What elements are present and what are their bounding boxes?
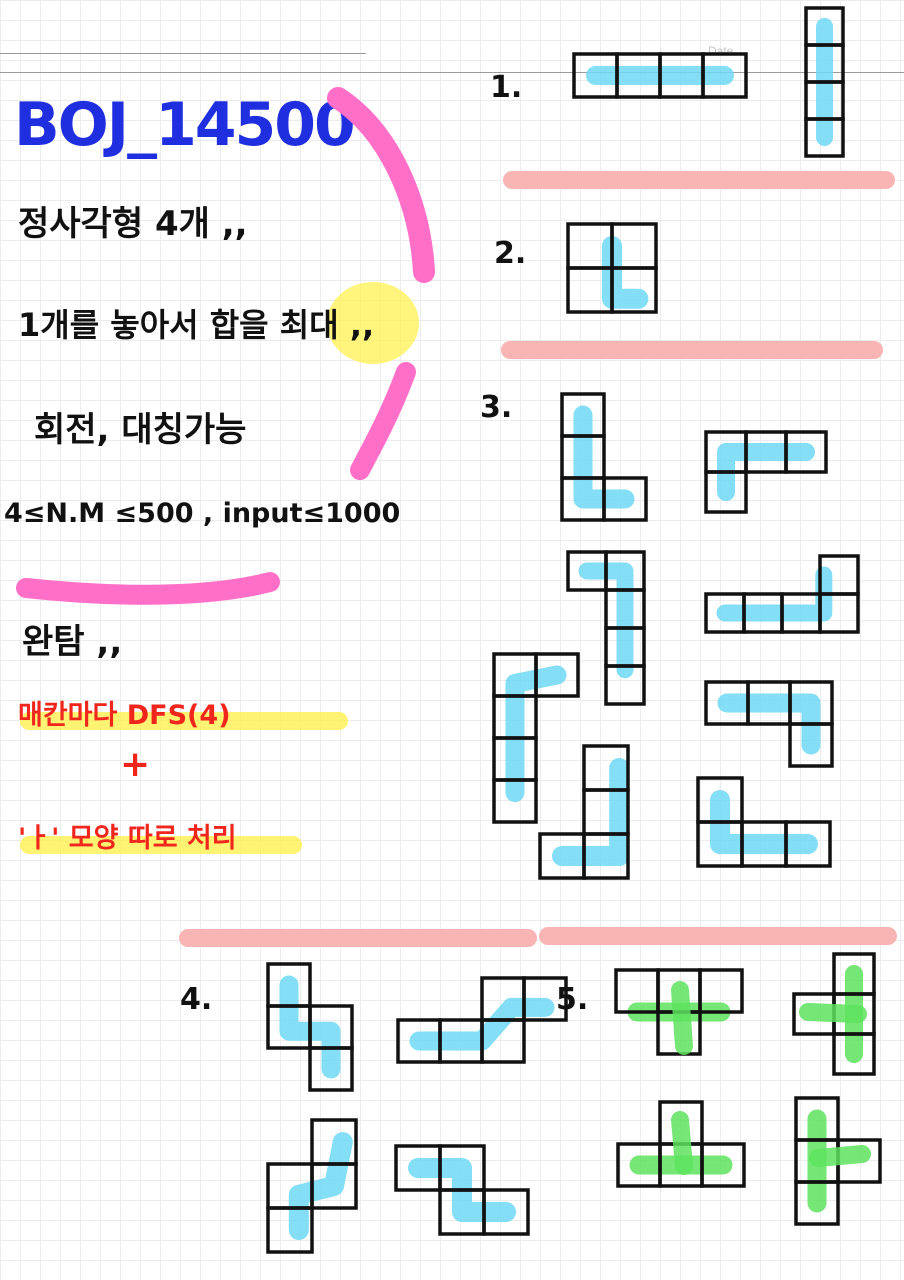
l-6-cell-3 xyxy=(788,722,834,768)
l-5-highlight xyxy=(505,665,567,803)
l-8-cell-3 xyxy=(784,820,832,868)
l-5 xyxy=(492,652,580,824)
label-1: 1. xyxy=(490,70,523,105)
t-1-cell-2 xyxy=(698,968,744,1014)
l-2 xyxy=(704,430,828,514)
l-3-highlight xyxy=(578,562,634,679)
label-4: 4. xyxy=(180,982,213,1017)
s-4-cell-3 xyxy=(482,1188,530,1236)
l-7-highlight xyxy=(552,758,630,866)
t-2-cell-3 xyxy=(832,1032,876,1076)
l-7-cell-3 xyxy=(582,832,630,880)
l-8-highlight xyxy=(710,790,818,854)
l-2-highlight xyxy=(717,443,815,501)
pink-underline xyxy=(16,572,280,605)
note-line-2-emphasis: 최대 xyxy=(279,306,339,344)
l-1-highlight xyxy=(573,405,635,509)
highlight-circle xyxy=(327,282,419,364)
note-line-3: 회전, 대칭가능 xyxy=(34,410,247,450)
l-5-cell-1 xyxy=(534,652,580,698)
s-2-cell-1 xyxy=(522,976,568,1022)
i-vertical-cell-3 xyxy=(804,117,845,158)
l-3 xyxy=(566,550,646,706)
pink-arc-upper xyxy=(327,87,435,283)
note-red-1: 매칸마다 DFS(4) xyxy=(18,700,231,731)
l-7 xyxy=(538,744,630,880)
label-5: 5. xyxy=(556,982,589,1017)
note-line-1: 정사각형 4개 ,, xyxy=(18,204,248,244)
s-1 xyxy=(266,962,354,1092)
s-2-highlight xyxy=(409,997,555,1051)
s-2 xyxy=(396,976,568,1064)
s-3-highlight xyxy=(288,1132,353,1240)
o-square-cell-3 xyxy=(610,266,658,314)
label-2: 2. xyxy=(494,236,527,271)
note-line-2: 1개를 놓아서 합을 최대 ,, xyxy=(18,300,374,346)
o-square-highlight xyxy=(602,236,649,309)
s-3-cell-3 xyxy=(266,1206,314,1254)
t-4-cell-3 xyxy=(794,1180,840,1226)
note-line-5: 완탐 ,, xyxy=(22,622,123,662)
note-plus: + xyxy=(120,744,151,785)
l-2-cell-2 xyxy=(784,430,828,474)
l-1 xyxy=(560,392,648,522)
header-rule-long xyxy=(0,72,904,73)
s-2-cell-4 xyxy=(480,1018,526,1064)
t-3-stem xyxy=(671,1111,693,1175)
l-4 xyxy=(704,554,860,634)
t-3-cell-3 xyxy=(700,1142,746,1188)
highlight-bar-2 xyxy=(20,836,302,854)
l-4-highlight xyxy=(716,566,833,622)
header-rule-short xyxy=(0,53,366,54)
t-4-arm xyxy=(809,1145,871,1167)
t-1-stem xyxy=(671,981,693,1055)
o-square xyxy=(566,222,658,314)
t-2-arm xyxy=(799,1003,867,1023)
s-1-cell-3 xyxy=(308,1046,354,1092)
l-8 xyxy=(696,776,832,868)
i-horizontal xyxy=(572,52,748,99)
l-2-cell-3 xyxy=(704,470,748,514)
note-line-2-a: 1개를 놓아서 합을 xyxy=(18,306,280,344)
note-red-2: 'ㅏ' 모양 따로 처리 xyxy=(18,823,237,854)
page-title: BOJ_14500 xyxy=(14,90,356,160)
l-1-cell-3 xyxy=(602,476,648,522)
l-4-cell-4 xyxy=(818,592,860,634)
i-vertical xyxy=(804,6,845,158)
l-6 xyxy=(704,680,834,768)
l-3-cell-4 xyxy=(604,664,646,706)
note-line-4: 4≤N.M ≤500 , input≤1000 xyxy=(4,498,401,529)
label-3: 3. xyxy=(480,390,513,425)
i-horizontal-cell-3 xyxy=(701,52,748,99)
highlight-bar-1 xyxy=(20,712,348,730)
l-6-highlight xyxy=(717,693,821,755)
s-4 xyxy=(394,1144,530,1236)
s-3 xyxy=(266,1118,358,1254)
pink-arc-lower xyxy=(350,362,416,480)
note-line-2-c: ,, xyxy=(338,306,375,344)
l-5-cell-4 xyxy=(492,778,538,824)
